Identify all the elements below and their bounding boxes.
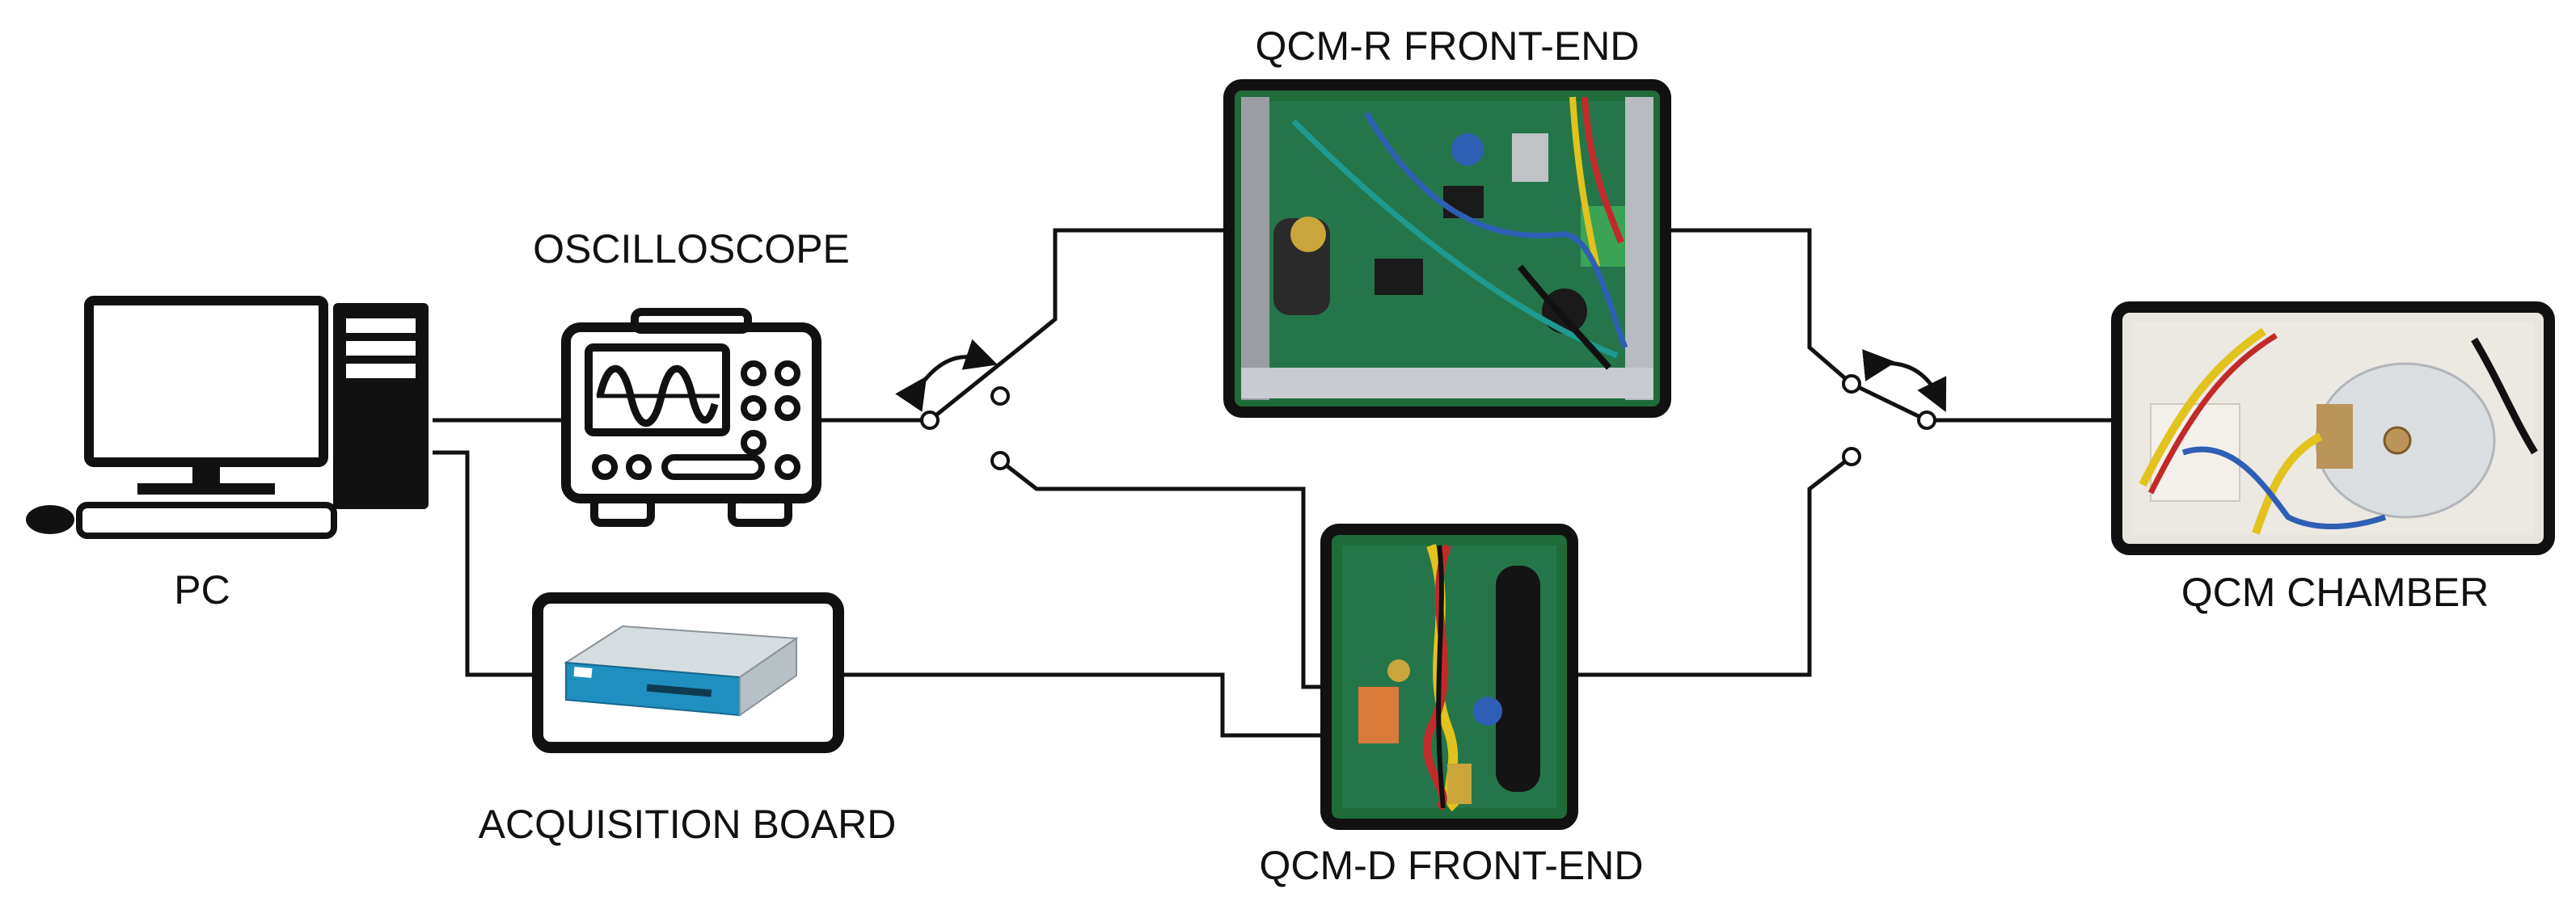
qcmd-capacitor — [1387, 659, 1410, 682]
switch-left-contacts — [920, 386, 1010, 470]
qcm-chamber-photo — [2111, 301, 2555, 555]
osc-slider — [661, 454, 765, 480]
wire-qcmd-switch — [1573, 455, 1853, 677]
chamber-holder — [2316, 404, 2353, 469]
pc-keyboard — [76, 502, 337, 539]
oscilloscope-icon — [561, 308, 821, 527]
pc-monitor-stand — [192, 462, 220, 485]
pc-mouse — [26, 505, 74, 534]
qcmr-enclosure-left — [1241, 97, 1269, 400]
chamber-wire-blue — [2181, 446, 2387, 530]
daq-device-port — [646, 684, 712, 697]
wire-switch-qcmr — [1019, 228, 1229, 349]
desktop-computer-icon — [26, 296, 429, 539]
switch-right-common-contact — [1917, 411, 1936, 430]
qcm-chamber-label: QCM CHAMBER — [2181, 570, 2489, 615]
osc-foot-right — [728, 495, 792, 527]
switch-right-blade — [1850, 381, 1928, 423]
chamber-wire-yellow — [2139, 327, 2266, 487]
osc-button-2 — [626, 454, 652, 480]
qcmr-enclosure-right — [1625, 97, 1653, 400]
qcmr-wire-blue — [1363, 112, 1628, 349]
qcmr-wire-black — [1517, 264, 1612, 370]
qcmr-wire-yellow — [1569, 96, 1600, 267]
qcmr-heatsink — [1512, 133, 1548, 182]
pc-label: PC — [174, 567, 230, 613]
qcmd-potentiometer — [1473, 697, 1502, 726]
switch-left-upper-contact — [990, 386, 1010, 406]
qcmr-chip-1 — [1375, 259, 1423, 295]
qcmd-black-cable — [1496, 566, 1540, 792]
switch-right-lower-contact — [1842, 447, 1861, 466]
osc-handle — [631, 308, 752, 334]
switch-right-upper-contact — [1842, 374, 1861, 394]
daq-device-logo — [573, 667, 593, 678]
pc-tower-bay-1 — [346, 318, 416, 333]
qcmd-orange-connector — [1358, 687, 1399, 743]
pc-monitor-base — [137, 483, 275, 495]
qcmr-sma-connector — [1290, 217, 1326, 252]
osc-button-1 — [592, 454, 618, 480]
osc-button-3 — [775, 454, 800, 480]
osc-screen — [585, 343, 730, 436]
osc-knob-5 — [741, 430, 766, 456]
switch-left-lower-contact — [990, 451, 1010, 470]
switch-left-toggle-icon — [895, 339, 998, 412]
wire-qcmr-switch — [1666, 228, 1853, 385]
daq-device-side — [739, 637, 797, 717]
qcm-r-front-end-photo — [1223, 79, 1671, 418]
pc-tower-bay-2 — [346, 341, 416, 356]
acquisition-board-label: ACQUISITION BOARD — [478, 802, 897, 847]
acquisition-board-photo — [532, 592, 844, 753]
osc-knob-4 — [775, 395, 800, 421]
switch-right-contacts — [1842, 374, 1936, 466]
osc-knob-3 — [741, 395, 766, 421]
chamber-wire-yellow-2 — [2252, 432, 2323, 535]
osc-knob-2 — [775, 360, 800, 386]
switch-right-toggle-icon — [1862, 349, 1947, 412]
wire-acq-qcmd — [838, 672, 1326, 738]
qcmr-enclosure-bottom — [1241, 368, 1653, 398]
oscilloscope-label: OSCILLOSCOPE — [533, 226, 850, 272]
osc-knob-1 — [741, 360, 766, 386]
osc-foot-left — [590, 495, 655, 527]
chamber-wire-red — [2147, 333, 2278, 495]
qcm-d-front-end-label: QCM-D FRONT-END — [1259, 843, 1644, 888]
qcm-r-front-end-label: QCM-R FRONT-END — [1255, 23, 1640, 69]
wire-switch-qcmd — [999, 459, 1326, 689]
chamber-crystal — [2383, 426, 2412, 455]
qcmd-twisted-wire-c — [1436, 545, 1446, 809]
qcmr-wire-teal — [1291, 119, 1619, 359]
chamber-wire-black — [2471, 337, 2538, 455]
pc-tower-bay-3 — [346, 364, 416, 378]
switch-left-common-contact — [920, 411, 940, 430]
qcmd-sma-connector — [1447, 764, 1472, 804]
pc-tower — [333, 303, 429, 509]
wire-pc-acquisition — [433, 450, 538, 677]
qcmr-capacitor — [1542, 288, 1587, 334]
qcmr-wire-red — [1581, 96, 1624, 244]
pc-monitor — [84, 296, 328, 467]
qcmr-chip-2 — [1443, 186, 1484, 218]
qcmr-potentiometer — [1451, 133, 1484, 166]
wires — [433, 228, 2117, 738]
qcm-d-front-end-photo — [1320, 524, 1578, 830]
